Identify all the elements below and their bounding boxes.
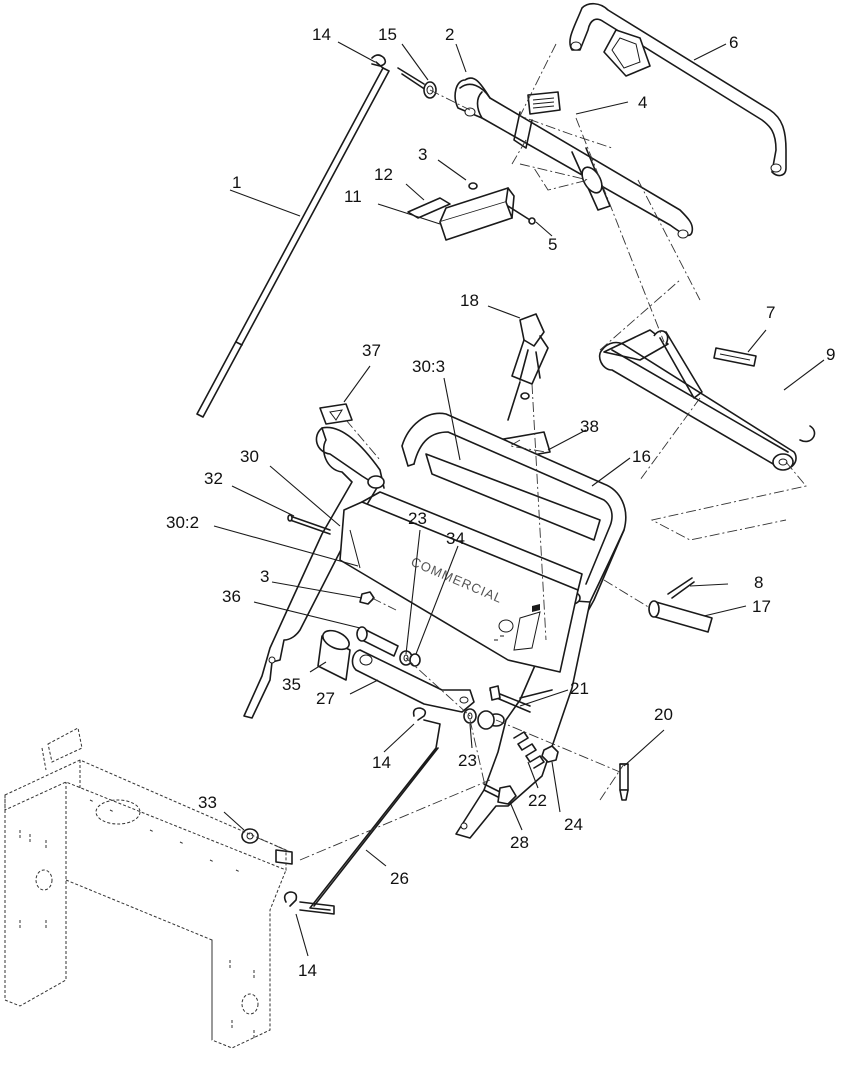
callout-4: 4: [638, 93, 647, 112]
callout-24: 24: [564, 815, 583, 834]
part-22-spring: [513, 731, 545, 769]
part-3-nut-top: [468, 182, 478, 190]
part-36-bolt: [356, 626, 399, 657]
callout-37: 37: [362, 341, 381, 360]
part-33-bushing: [241, 828, 293, 865]
callout-22: 22: [528, 791, 547, 810]
callout-28: 28: [510, 833, 529, 852]
callout-14-bottom: 14: [298, 961, 317, 980]
callout-12: 12: [374, 165, 393, 184]
callout-20: 20: [654, 705, 673, 724]
mower-frame-phantom: [4, 727, 287, 1049]
part-18-control-lever: [507, 313, 549, 421]
part-7-crossbar-decal: [713, 347, 757, 367]
part-17-clevis-pin: [648, 600, 713, 633]
part-11-bracket: [439, 187, 515, 241]
part-28-bolt: [483, 783, 517, 805]
callout-35: 35: [282, 675, 301, 694]
callout-3-top: 3: [418, 145, 427, 164]
part-14-hairpin-clip-bottom: [283, 891, 298, 907]
part-2-upper-handle: [454, 77, 694, 239]
callout-36: 36: [222, 587, 241, 606]
callout-38: 38: [580, 417, 599, 436]
callout-21: 21: [570, 679, 589, 698]
callout-34: 34: [446, 529, 465, 548]
callout-30-3: 30:3: [412, 357, 445, 376]
part-14-hairpin-clip-top: [371, 54, 387, 67]
part-6-bail-bar: [569, 2, 787, 177]
callout-17: 17: [752, 597, 771, 616]
callout-9: 9: [826, 345, 835, 364]
part-4-handle-decal: [527, 91, 561, 115]
leader-lines: [213, 41, 825, 957]
part-34-bushing: [409, 653, 421, 667]
part-35-spacer: [317, 629, 351, 681]
callout-23-upper: 23: [408, 509, 427, 528]
callout-6: 6: [729, 33, 738, 52]
callout-14-top: 14: [312, 25, 331, 44]
part-23-washer-lower: [463, 708, 495, 730]
part-8-cotter-pin: [667, 577, 695, 599]
part-14-hairpin-clip-mid: [412, 707, 427, 721]
callout-18: 18: [460, 291, 479, 310]
part-5-bolt: [507, 205, 536, 225]
callout-3-mid: 3: [260, 567, 269, 586]
callout-5: 5: [548, 235, 557, 254]
part-30-3-panel-edge: [425, 453, 601, 541]
part-21-clamp: [489, 685, 531, 713]
callout-14-mid: 14: [372, 753, 391, 772]
part-26-link-rod: [299, 719, 441, 915]
part-15-bushing-top: [397, 67, 437, 99]
part-37-warning-decal: [319, 403, 353, 425]
callout-7: 7: [766, 303, 775, 322]
callout-15: 15: [378, 25, 397, 44]
callout-23-lower: 23: [458, 751, 477, 770]
callout-16: 16: [632, 447, 651, 466]
part-30-console-panel: COMMERCIAL: [339, 491, 583, 673]
part-24-nut: [541, 745, 559, 763]
callout-2: 2: [445, 25, 454, 44]
part-27-lever-bracket: [351, 649, 475, 713]
callout-32: 32: [204, 469, 223, 488]
assembly-centerlines: [257, 43, 807, 861]
callout-8: 8: [754, 573, 763, 592]
part-1-control-rod: [196, 61, 390, 418]
callout-11: 11: [344, 187, 362, 206]
callout-labels: 1 2 3 3 4 5 6 7 8 9 11 12 14 14 14 15 16…: [166, 25, 835, 980]
part-20-short-rod: [619, 763, 629, 801]
callout-27: 27: [316, 689, 335, 708]
callout-30: 30: [240, 447, 259, 466]
part-3-nut-mid: [359, 591, 375, 605]
callout-1: 1: [232, 173, 241, 192]
callout-33: 33: [198, 793, 217, 812]
part-9-crossbar: [598, 329, 816, 471]
part-32-pin: [287, 514, 331, 535]
callout-30-2: 30:2: [166, 513, 199, 532]
callout-26: 26: [390, 869, 409, 888]
